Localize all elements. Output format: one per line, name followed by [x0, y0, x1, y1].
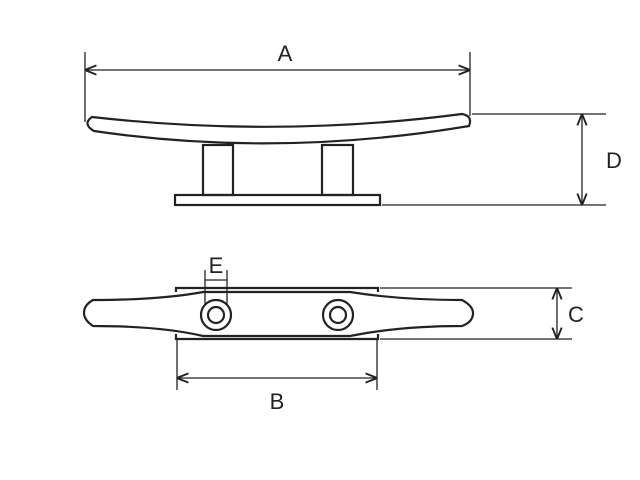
side-view-horn: [86, 112, 472, 145]
side-view-leg-right: [320, 143, 355, 197]
top-view-base: [174, 286, 380, 341]
side-view: [86, 112, 472, 207]
bolt-hole-left-inner: [206, 305, 226, 325]
dim-c-label: C: [568, 302, 584, 327]
top-view: [82, 286, 475, 341]
bolt-hole-right-outer: [321, 298, 355, 332]
dim-a-label: A: [278, 41, 293, 66]
dim-e-label: E: [209, 253, 224, 278]
side-view-leg-left: [201, 143, 235, 197]
dimension-lines: [84, 52, 606, 390]
bolt-hole-right-inner: [328, 305, 348, 325]
bolt-hole-left-outer: [199, 298, 233, 332]
side-view-base: [173, 193, 382, 207]
dim-b-label: B: [270, 389, 285, 414]
dim-d-label: D: [606, 148, 622, 173]
top-view-horn: [82, 290, 475, 338]
